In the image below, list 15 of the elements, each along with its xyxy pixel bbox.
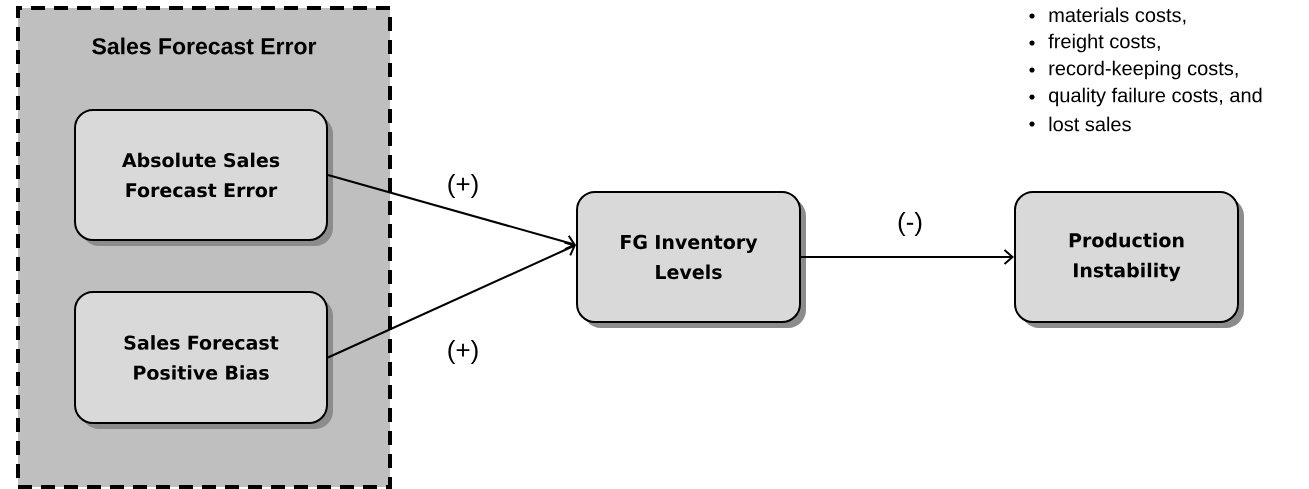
edge-label: (-) [898, 211, 922, 237]
bullet-item: lost sales [1029, 116, 1131, 132]
bullet-item: quality failure costs, and [1029, 87, 1262, 107]
process-box: FG Inventory Levels [576, 191, 806, 328]
process-box: Production Instability [1014, 191, 1244, 328]
arrow [327, 241, 576, 359]
edge-label: (+) [448, 173, 478, 199]
process-box: Absolute Sales Forecast Error [74, 109, 333, 246]
bullet-item: record-keeping costs, [1029, 60, 1238, 80]
bullet-item: freight costs, [1029, 33, 1160, 53]
arrow [327, 174, 576, 251]
edge-label: (+) [448, 339, 478, 365]
arrow [800, 249, 1014, 265]
process-box: Sales Forecast Positive Bias [74, 291, 333, 429]
bullet-item: materials costs, [1029, 7, 1186, 25]
